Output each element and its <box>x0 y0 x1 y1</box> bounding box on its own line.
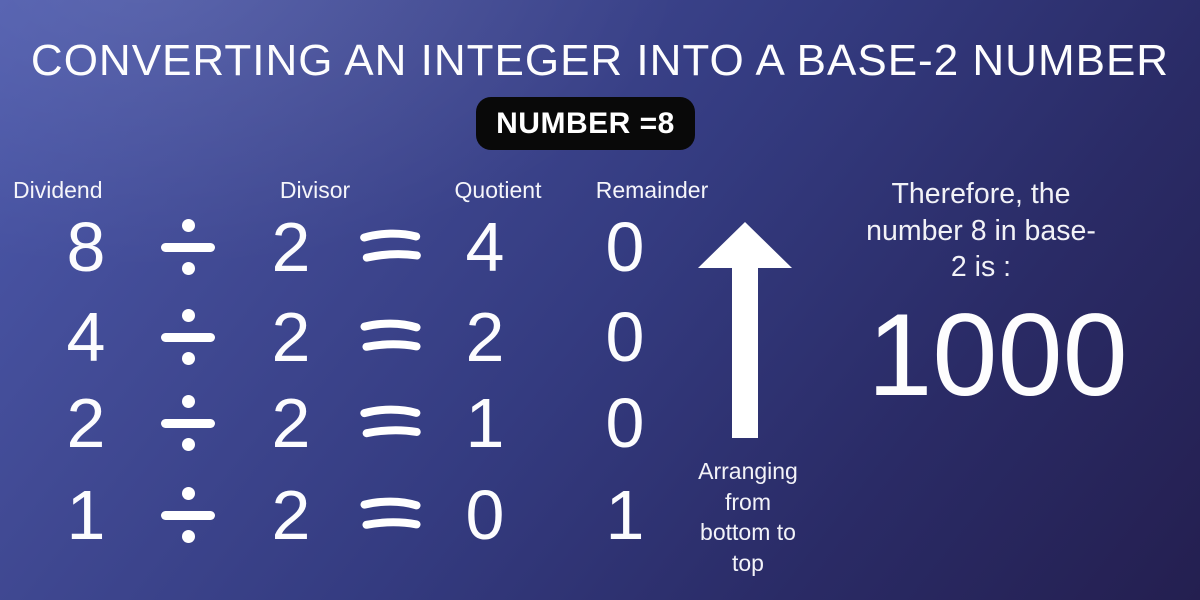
dividend-value: 1 <box>66 476 106 554</box>
quotient-value: 0 <box>465 476 505 554</box>
result-value: 1000 <box>867 289 1128 420</box>
column-header-divisor: Divisor <box>279 177 351 203</box>
arrow-caption-line: from <box>725 488 771 515</box>
quotient-value: 2 <box>465 298 505 376</box>
number-badge-label: NUMBER =8 <box>496 106 675 140</box>
number-badge: NUMBER =8 <box>476 97 695 150</box>
divisor-value: 2 <box>271 476 311 554</box>
division-row: 1 2 0 1 <box>0 469 760 561</box>
remainder-value: 0 <box>605 208 645 286</box>
divisor-value: 2 <box>271 208 311 286</box>
divisor-value: 2 <box>271 384 311 462</box>
result-text-line: 2 is : <box>950 251 1012 283</box>
quotient-value: 1 <box>465 384 505 462</box>
quotient-value: 4 <box>465 208 505 286</box>
arrow-up-icon <box>698 222 792 438</box>
equals-icon <box>355 469 425 561</box>
page-title: CONVERTING AN INTEGER INTO A BASE-2 NUMB… <box>30 36 1170 85</box>
column-header-dividend: Dividend <box>13 177 103 203</box>
divide-icon <box>160 291 216 383</box>
arrow-caption-line: Arranging <box>698 458 798 484</box>
result-text-line: Therefore, the <box>891 178 1071 210</box>
remainder-value: 0 <box>605 384 645 462</box>
result-text-line: number 8 in base- <box>866 214 1096 247</box>
dividend-value: 8 <box>66 208 106 286</box>
equals-icon <box>355 291 425 383</box>
division-row: 2 2 1 0 <box>0 377 760 469</box>
division-row: 4 2 2 0 <box>0 291 760 383</box>
division-row: 8 2 4 0 <box>0 201 760 293</box>
divide-icon <box>160 469 216 561</box>
arrow-caption: Arranging from bottom to top <box>666 456 830 578</box>
arrow-caption-line: bottom to <box>700 519 796 545</box>
result-text: Therefore, the number 8 in base- 2 is : <box>831 176 1131 286</box>
equals-icon <box>355 377 425 469</box>
divide-icon <box>160 377 216 469</box>
equals-icon <box>355 201 425 293</box>
column-header-quotient: Quotient <box>454 177 542 203</box>
column-header-remainder: Remainder <box>595 177 709 203</box>
divide-icon <box>160 201 216 293</box>
dividend-value: 4 <box>66 298 106 376</box>
dividend-value: 2 <box>66 384 106 462</box>
arrow-caption-line: top <box>732 549 764 576</box>
divisor-value: 2 <box>271 298 311 376</box>
remainder-value: 0 <box>605 298 645 376</box>
remainder-value: 1 <box>605 476 645 554</box>
